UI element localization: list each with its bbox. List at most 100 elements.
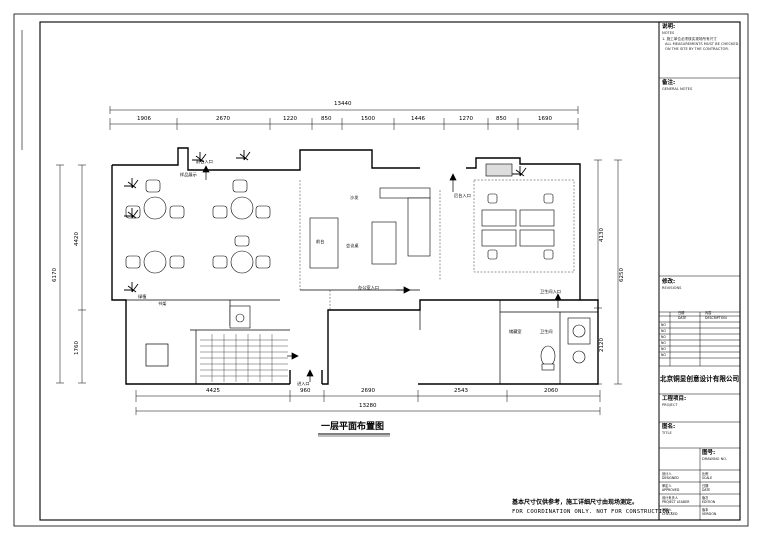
chair [235, 313, 245, 323]
dim-top-1: 2670 [216, 116, 230, 122]
plant-icons [124, 150, 527, 293]
label-sample-display: 样品展示 [180, 172, 197, 177]
dim-right-upper: 4130 [599, 228, 605, 242]
armchair [255, 205, 271, 219]
dimension-lines [56, 106, 622, 415]
tb-rev-row: NO [661, 353, 666, 357]
tb-date: 日期 [702, 484, 709, 488]
label-storage: 储藏室 [509, 329, 522, 334]
tb-revision-sub: REVISIONS [662, 286, 682, 290]
dim-top-3: 850 [321, 116, 332, 122]
round-table [230, 250, 254, 274]
tb-project-head: 工程项目: [662, 396, 687, 402]
label-back-entrance: 后台入口 [454, 193, 471, 198]
label-stair-entrance: 进入口 [297, 381, 310, 386]
armchair [125, 255, 141, 269]
armchair [145, 179, 161, 193]
tb-drawing-sub: TITLE [662, 431, 672, 435]
tb-revision-head: 修改: [662, 279, 676, 285]
tb-notes-line-1: 1. 施工单位必须核实现场所有尺寸 [662, 37, 717, 41]
label-front-entrance: 前台入口 [196, 159, 213, 164]
dim-top-total: 13440 [334, 101, 352, 107]
tb-rev-col-desc-en: DESCRIPTION [705, 316, 727, 320]
dim-top-4: 1500 [361, 116, 375, 122]
tb-notes-line-3: ON THE SITE BY THE CONTRACTOR. [665, 47, 729, 51]
tb-rev-row: NO [661, 323, 666, 327]
construction-note-en: FOR COORDINATION ONLY. NOT FOR CONSTRUCT… [512, 509, 674, 515]
label-reception: 前台 [316, 239, 325, 244]
plan-title-underline [318, 433, 390, 437]
dim-bottom-3: 2543 [454, 388, 468, 394]
dim-bottom-2: 2690 [361, 388, 375, 394]
dim-top-8: 1690 [538, 116, 552, 122]
title-block [658, 21, 741, 521]
plan-title: 一层平面布置图 [321, 422, 385, 432]
tb-number-sub: DRAWING NO. [702, 457, 728, 461]
construction-note-cn: 基本尺寸仅供参考，施工详细尺寸由现场测定。 [512, 499, 639, 506]
armchair [212, 255, 228, 269]
armchair [169, 205, 185, 219]
tb-edition: 版次 [702, 496, 709, 500]
dim-top-5: 1446 [411, 116, 425, 122]
dim-left-total: 6170 [52, 268, 58, 282]
desk [309, 217, 339, 269]
tb-general-head: 备注: [662, 80, 676, 86]
dim-top-6: 1270 [459, 116, 473, 122]
dashed-boundaries [299, 179, 575, 310]
label-bookshelf: 书架 [158, 301, 167, 306]
label-meeting: 会议桌 [346, 243, 359, 248]
armchair [232, 179, 248, 193]
armchair [169, 255, 185, 269]
armchair [125, 205, 141, 219]
tb-leader: 设计负责人 [662, 496, 678, 500]
armchair [234, 235, 250, 247]
company-name: 北京铜显创意设计有限公司 [660, 375, 740, 383]
tb-approved-sub: APPROVED [662, 488, 680, 492]
title-block-lines [659, 77, 740, 520]
tb-rev-col-date: 日期 [678, 311, 685, 315]
stair-treads [200, 334, 288, 382]
building-walls [111, 147, 599, 385]
entrance-arrows [202, 165, 562, 382]
inner-frame [39, 21, 741, 521]
tb-rev-row: NO [661, 329, 666, 333]
tb-designed-sub: DESIGNED [662, 476, 679, 480]
dim-bottom-1: 960 [300, 388, 311, 394]
armchair [212, 205, 228, 219]
tb-checked: 审核人 [662, 508, 672, 512]
tb-checked-sub: CHECKED [662, 512, 678, 516]
tb-leader-sub: PROJECT LEADER [662, 500, 690, 504]
tb-notes-line-2: ALL MEASUREMENTS MUST BE CHECKED [665, 42, 739, 46]
outer-border [13, 13, 749, 527]
tb-date-sub: DATE [702, 488, 711, 492]
tb-version-sub: VERSION [702, 512, 717, 516]
tb-notes-head: 说明: [662, 24, 676, 30]
dim-bottom-4: 2060 [544, 388, 558, 394]
round-table [230, 196, 254, 220]
tb-notes-sub: NOTES [662, 31, 675, 35]
dim-bottom-total: 13280 [359, 403, 377, 409]
label-restroom-entrance: 卫生间入口 [540, 289, 561, 294]
sofa [407, 197, 431, 257]
dim-right-total: 6250 [619, 268, 625, 282]
tb-scale: 比例 [702, 472, 709, 476]
desk [371, 221, 397, 265]
dim-top-7: 850 [496, 116, 507, 122]
office-desks [481, 163, 555, 260]
dim-left-upper: 4420 [74, 232, 80, 246]
tb-edition-sub: EDITION [702, 500, 716, 504]
round-table [143, 250, 167, 274]
sofa [379, 187, 431, 199]
tb-rev-row: NO [661, 347, 666, 351]
tb-number-head: 图号: [702, 450, 716, 456]
tb-designed: 设计人 [662, 472, 672, 476]
label-sofa: 沙发 [350, 195, 359, 200]
tb-version: 版本 [702, 508, 709, 512]
label-office-entrance: 办公室入口 [358, 285, 379, 290]
tb-rev-row: NO [661, 341, 666, 345]
dim-left-lower: 1760 [74, 341, 80, 355]
tb-project-sub: PROJECT [662, 403, 678, 407]
tb-approved: 审定人 [662, 484, 672, 488]
label-plant: 绿植 [138, 294, 147, 299]
